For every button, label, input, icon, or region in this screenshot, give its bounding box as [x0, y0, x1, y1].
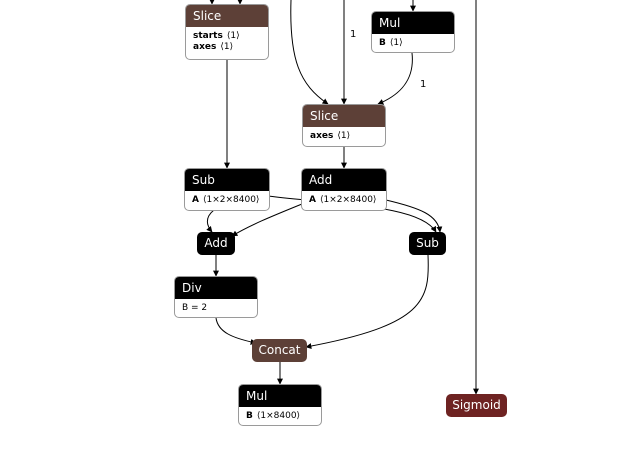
node-add-mid[interactable]: Add A⟨1×2×8400⟩	[301, 168, 387, 211]
edge-sub-right-to-concat	[305, 254, 429, 349]
edge-add-to-add-small	[231, 203, 303, 237]
node-add-mid-title: Add	[302, 169, 386, 191]
attr-row-starts: starts⟨1⟩	[193, 31, 240, 41]
attr-row-a: A⟨1×2×8400⟩	[192, 195, 260, 205]
edge-div-to-concat	[215, 317, 257, 345]
edge-add-to-sub-right	[385, 199, 443, 233]
node-sub-right[interactable]: Sub	[409, 232, 446, 255]
edge-label-mul-to-slice: 1	[420, 79, 426, 90]
node-slice-mid[interactable]: Slice axes⟨1⟩	[302, 104, 386, 147]
edge-sub-to-add-small	[206, 209, 215, 233]
node-slice-top[interactable]: Slice starts⟨1⟩ axes⟨1⟩	[185, 4, 269, 60]
node-slice-mid-title: Slice	[303, 105, 385, 127]
node-mul-bottom[interactable]: Mul B⟨1×8400⟩	[238, 384, 322, 426]
node-div[interactable]: Div B = 2	[174, 276, 258, 318]
node-sub-left-title: Sub	[185, 169, 269, 191]
edge-label-into-slice-mid: 1	[350, 29, 356, 40]
edge-mul-to-slice-mid	[377, 52, 413, 105]
node-div-title: Div	[175, 277, 257, 299]
node-sigmoid[interactable]: Sigmoid	[446, 394, 507, 417]
attr-row-b-equals: B = 2	[182, 303, 208, 313]
node-concat[interactable]: Concat	[252, 339, 307, 362]
node-sub-left[interactable]: Sub A⟨1×2×8400⟩	[184, 168, 270, 211]
node-mul-top-title: Mul	[372, 12, 454, 34]
node-add-small[interactable]: Add	[197, 232, 235, 255]
edge-curve-into-slice-mid	[290, 0, 329, 105]
node-slice-top-title: Slice	[186, 5, 268, 27]
attr-row-b: B⟨1×8400⟩	[246, 411, 301, 421]
attr-row-a: A⟨1×2×8400⟩	[309, 195, 377, 205]
attr-row-axes: axes⟨1⟩	[193, 42, 234, 52]
attr-row-b: B⟨1⟩	[379, 38, 403, 48]
attr-row-axes: axes⟨1⟩	[310, 131, 351, 141]
node-mul-bottom-title: Mul	[239, 385, 321, 407]
node-mul-top[interactable]: Mul B⟨1⟩	[371, 11, 455, 53]
